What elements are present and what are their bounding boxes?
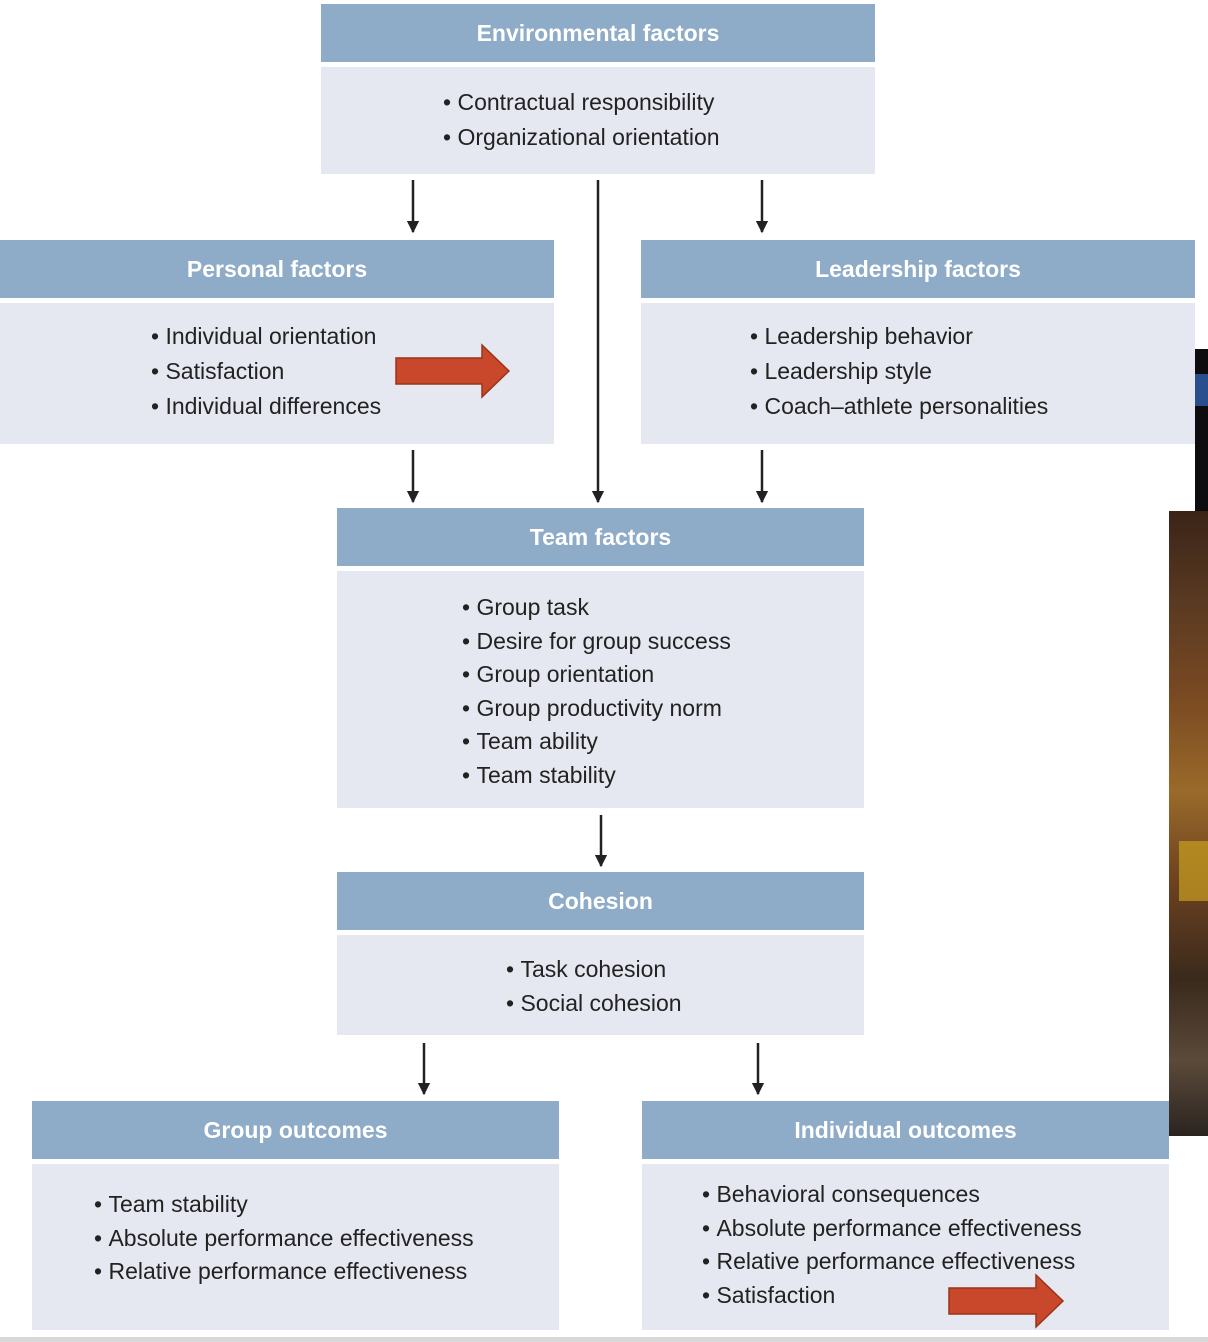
list-item: Leadership behavior — [750, 319, 1048, 354]
cohesion-title: Cohesion — [337, 872, 864, 930]
individual-outcomes-body: Behavioral consequences Absolute perform… — [642, 1164, 1169, 1330]
group-outcomes-body: Team stability Absolute performance effe… — [32, 1164, 559, 1330]
individual-outcomes-title: Individual outcomes — [642, 1101, 1169, 1159]
group-outcomes-box: Group outcomes Team stability Absolute p… — [32, 1101, 559, 1330]
list-item: Contractual responsibility — [443, 85, 720, 120]
list-item: Relative performance effectiveness — [702, 1245, 1082, 1279]
background-photo — [1169, 511, 1208, 1136]
environmental-factors-box: Environmental factors Contractual respon… — [321, 4, 875, 174]
list-item: Team stability — [462, 759, 731, 793]
team-factors-title: Team factors — [337, 508, 864, 566]
environmental-factors-title: Environmental factors — [321, 4, 875, 62]
leadership-factors-box: Leadership factors Leadership behavior L… — [641, 240, 1195, 444]
cohesion-body: Task cohesion Social cohesion — [337, 935, 864, 1035]
list-item: Satisfaction — [151, 354, 381, 389]
list-item: Individual orientation — [151, 319, 381, 354]
leadership-factors-title: Leadership factors — [641, 240, 1195, 298]
leadership-factors-body: Leadership behavior Leadership style Coa… — [641, 303, 1195, 444]
environmental-factors-body: Contractual responsibility Organizationa… — [321, 67, 875, 174]
list-item: Team stability — [94, 1188, 474, 1222]
list-item: Organizational orientation — [443, 120, 719, 155]
personal-factors-body: Individual orientation Satisfaction Indi… — [0, 303, 554, 444]
list-item: Individual differences — [151, 389, 381, 424]
list-item: Coach–athlete personalities — [750, 389, 1048, 424]
list-item: Behavioral consequences — [702, 1178, 1082, 1212]
list-item: Group productivity norm — [462, 692, 731, 726]
list-item: Satisfaction — [702, 1279, 1082, 1313]
individual-outcomes-box: Individual outcomes Behavioral consequen… — [642, 1101, 1169, 1330]
list-item: Relative performance effectiveness — [94, 1255, 474, 1289]
list-item: Group orientation — [462, 658, 731, 692]
list-item: Absolute performance effectiveness — [702, 1212, 1081, 1246]
list-item: Desire for group success — [462, 625, 730, 659]
list-item: Absolute performance effectiveness — [94, 1222, 473, 1256]
cohesion-box: Cohesion Task cohesion Social cohesion — [337, 872, 864, 1035]
background-photo-top — [1195, 349, 1208, 511]
list-item: Group task — [462, 591, 731, 625]
personal-factors-box: Personal factors Individual orientation … — [0, 240, 554, 444]
team-factors-box: Team factors Group task Desire for group… — [337, 508, 864, 808]
group-outcomes-title: Group outcomes — [32, 1101, 559, 1159]
list-item: Team ability — [462, 725, 731, 759]
personal-factors-title: Personal factors — [0, 240, 554, 298]
list-item: Social cohesion — [506, 987, 681, 1021]
team-factors-body: Group task Desire for group success Grou… — [337, 571, 864, 808]
list-item: Leadership style — [750, 354, 1048, 389]
list-item: Task cohesion — [506, 953, 682, 987]
bottom-divider — [0, 1337, 1208, 1342]
